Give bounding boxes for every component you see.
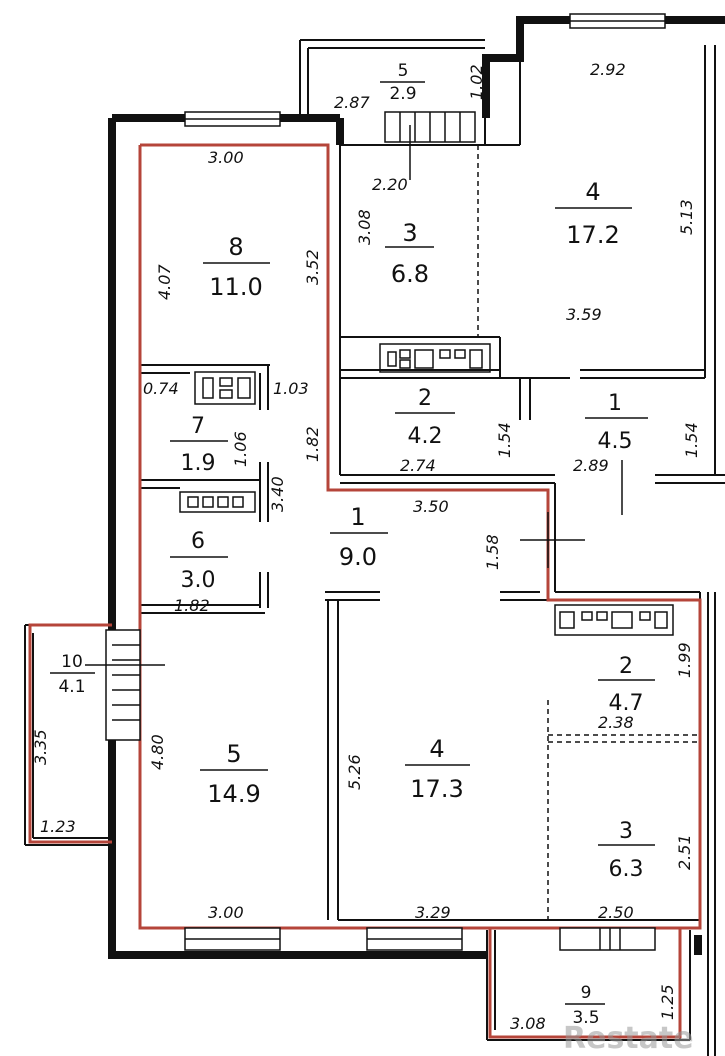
room-6-number: 6	[191, 529, 205, 554]
entry-markers	[85, 125, 623, 666]
dim-3-50: 3.50	[413, 497, 449, 516]
room-10: 10 4.1	[58, 652, 85, 697]
room-1-right: 1 4.5	[598, 391, 633, 454]
dim-1-82-h: 1.82	[174, 596, 210, 615]
dim-0-74: 0.74	[143, 379, 179, 398]
dim-4-07: 4.07	[155, 264, 174, 300]
dim-5-26: 5.26	[345, 754, 364, 790]
room-5-left-number: 5	[226, 740, 241, 768]
room-label-bars	[50, 81, 655, 1005]
dim-4-80: 4.80	[148, 734, 167, 770]
room-9-area: 3.5	[572, 1008, 599, 1028]
room-3-left-number: 3	[619, 819, 633, 844]
room-3-left-area: 6.3	[609, 857, 644, 882]
dim-1-23: 1.23	[40, 817, 76, 836]
room-1-right-number: 1	[608, 391, 622, 416]
room-4-right-area: 17.2	[566, 221, 619, 249]
room-3-right-area: 6.8	[391, 260, 429, 288]
dim-3-52: 3.52	[303, 249, 322, 285]
dim-5-13: 5.13	[677, 199, 696, 235]
dim-1-02: 1.02	[467, 64, 486, 100]
room-4-right-number: 4	[585, 178, 600, 206]
apartment-outline	[28, 143, 702, 1039]
room-5-right-area: 2.9	[389, 84, 416, 104]
dim-1-54-b: 1.54	[682, 422, 701, 458]
dashed-separators	[477, 145, 700, 920]
dim-2-92: 2.92	[590, 60, 626, 79]
dim-3-00-top: 3.00	[208, 148, 244, 167]
dim-1-99: 1.99	[675, 642, 694, 678]
exterior-walls	[108, 16, 725, 959]
room-6-area: 3.0	[181, 568, 216, 593]
dim-3-08-bottom: 3.08	[510, 1014, 546, 1033]
room-9-number: 9	[581, 983, 592, 1003]
room-4-left: 4 17.3	[410, 735, 463, 803]
dim-1-54-a: 1.54	[495, 422, 514, 458]
room-8-number: 8	[228, 233, 243, 261]
dim-1-25: 1.25	[658, 984, 677, 1020]
dim-3-08: 3.08	[355, 209, 374, 245]
dim-3-59: 3.59	[566, 305, 602, 324]
dim-2-50: 2.50	[598, 903, 634, 922]
dim-1-58: 1.58	[483, 534, 502, 570]
dim-2-74: 2.74	[400, 456, 436, 475]
dim-3-35: 3.35	[31, 729, 50, 765]
dim-1-06: 1.06	[231, 431, 250, 467]
dim-2-89: 2.89	[573, 456, 609, 475]
room-10-area: 4.1	[58, 677, 85, 697]
room-7-number: 7	[191, 414, 205, 439]
room-3-right: 3 6.8	[391, 219, 429, 288]
room-3-right-number: 3	[402, 219, 417, 247]
dim-2-87: 2.87	[334, 93, 370, 112]
room-9: 9 3.5	[572, 983, 599, 1028]
room-2-left-number: 2	[619, 654, 633, 679]
room-5-right: 5 2.9	[389, 61, 416, 104]
windows	[105, 13, 666, 951]
room-4-left-area: 17.3	[410, 775, 463, 803]
dim-2-20: 2.20	[372, 175, 408, 194]
room-8: 8 11.0	[209, 233, 262, 301]
dim-1-03: 1.03	[273, 379, 309, 398]
room-labels: 8 11.0 3 6.8 4 17.2 2 4.2 1 4.5 7 1.9 6 …	[58, 61, 643, 1028]
room-5-right-number: 5	[398, 61, 409, 81]
room-8-area: 11.0	[209, 273, 262, 301]
dim-2-38: 2.38	[598, 713, 634, 732]
dim-3-00-bottom: 3.00	[208, 903, 244, 922]
dim-3-29: 3.29	[415, 903, 451, 922]
room-1-left-area: 9.0	[339, 543, 377, 571]
room-7: 7 1.9	[181, 414, 216, 476]
fixtures	[179, 343, 674, 636]
room-1-left-number: 1	[350, 503, 365, 531]
dim-2-51: 2.51	[675, 834, 694, 870]
room-5-left-area: 14.9	[207, 780, 260, 808]
room-10-number: 10	[61, 652, 83, 672]
room-4-left-number: 4	[429, 735, 444, 763]
room-3-left: 3 6.3	[609, 819, 644, 882]
room-2-right-number: 2	[418, 386, 432, 411]
dim-1-82-v: 1.82	[303, 426, 322, 462]
room-2-right-area: 4.2	[408, 424, 443, 449]
room-4-right: 4 17.2	[566, 178, 619, 249]
room-2-left-area: 4.7	[609, 691, 644, 716]
watermark-logo: Restate	[563, 1021, 694, 1056]
room-2-left: 2 4.7	[609, 654, 644, 716]
room-2-right: 2 4.2	[408, 386, 443, 449]
dimension-labels: 2.87 1.02 2.92 5.13 3.00 2.20 4.07 3.52 …	[31, 60, 701, 1033]
dim-3-40: 3.40	[268, 476, 287, 512]
room-6: 6 3.0	[181, 529, 216, 593]
room-1-right-area: 4.5	[598, 429, 633, 454]
room-1-left: 1 9.0	[339, 503, 377, 571]
room-5-left: 5 14.9	[207, 740, 260, 808]
room-7-area: 1.9	[181, 451, 216, 476]
